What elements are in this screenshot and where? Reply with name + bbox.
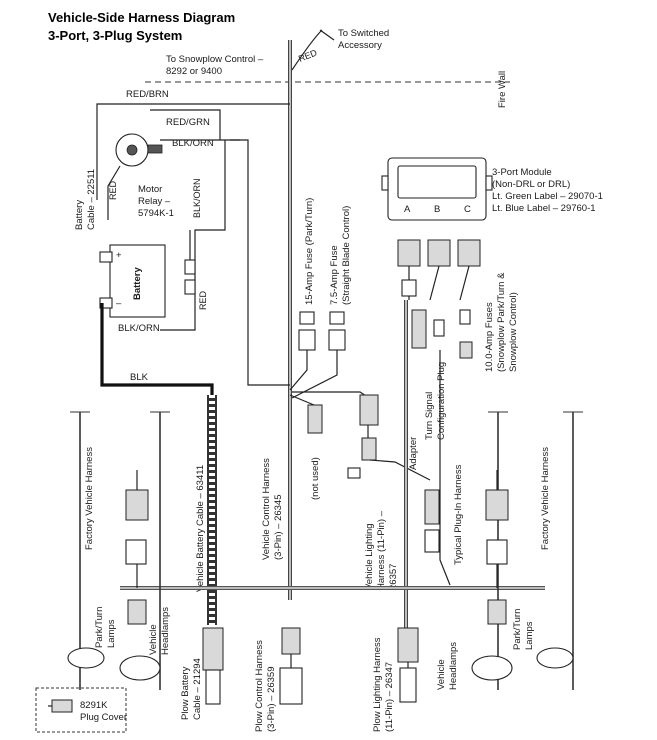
battery-plus: + (116, 250, 122, 261)
harness-junction (359, 394, 379, 426)
factory-plug-left (125, 489, 149, 521)
vlh-label-1: Vehicle Lighting (364, 523, 375, 590)
plow-control-label-1: Plow Control Harness (254, 640, 265, 732)
motor-label: Motor (138, 184, 162, 195)
headlamp-left (119, 655, 161, 681)
park-turn-left-label-1: Park/Turn (94, 607, 105, 648)
fuses-10-label-1: 10.0-Amp Fuses (484, 302, 495, 372)
adapter-label: Adapter (408, 437, 419, 470)
fuses-10-label-3: Snowplow Control) (508, 292, 519, 372)
snowplow-control-part-label: 8292 or 9400 (166, 66, 222, 77)
blk-orn-relay-label: BLK/ORN (172, 138, 214, 149)
blk-battery-wire (100, 303, 214, 395)
fuse-75-label-2: (Straight Blade Control) (341, 206, 352, 305)
plow-control-connector (281, 627, 301, 655)
fire-wall-label: Fire Wall (497, 71, 508, 108)
port-b-label: B (434, 204, 440, 215)
red-grn-label: RED/GRN (166, 117, 210, 128)
battery-cable-part-label: Cable – 22511 (86, 169, 97, 230)
fuse-75-label-1: 7.5-Amp Fuse (329, 245, 340, 305)
not-used-label: (not used) (310, 457, 321, 500)
inline-fuse-holder (184, 259, 196, 275)
blk-label: BLK (130, 372, 149, 383)
battery-cable-label: Battery (74, 200, 85, 230)
ten-amp-fuse-holder (459, 309, 471, 325)
module-plug-b (427, 239, 451, 267)
plow-battery-label-2: Cable – 21294 (192, 658, 203, 720)
vch-label-1: Vehicle Control Harness (261, 458, 272, 560)
port-c-label: C (464, 204, 471, 215)
red-accessory-wire (291, 29, 323, 71)
relay-label: Relay – (138, 196, 171, 207)
battery-negative-terminal (99, 297, 113, 309)
plow-lighting-label-2: (11-Pin) – 26347 (384, 662, 395, 732)
park-turn-right-label-1: Park/Turn (512, 609, 523, 650)
red-brn-wire (96, 103, 290, 110)
park-turn-lamp-left (67, 647, 105, 669)
headlamps-right-label-1: Vehicle (436, 659, 447, 690)
vch-label-2: (3-Pin) – 26345 (273, 495, 284, 560)
plug-cover-icon (51, 699, 73, 713)
blk-orn-battery-label: BLK/ORN (118, 323, 160, 334)
plug-cover-label: Plug Cover (80, 712, 127, 723)
plug-cover-box (35, 687, 127, 733)
adapter-plug (411, 309, 427, 349)
plow-battery-connector (202, 627, 224, 671)
plow-battery-label-1: Plow Battery (180, 666, 191, 720)
module-label-3: Lt. Green Label – 29070-1 (492, 191, 603, 202)
battery (109, 244, 166, 318)
red-wire-label-top: RED (297, 47, 319, 64)
diagram-subtitle: 3-Port, 3-Plug System (48, 28, 182, 43)
module-label-2: (Non-DRL or DRL) (492, 179, 570, 190)
accessory-label: Accessory (338, 40, 382, 51)
plow-control-label-2: (3-Pin) – 26359 (266, 667, 277, 732)
turn-signal-label-1: Turn Signal (424, 392, 435, 440)
relay-part-label: 5794K-1 (138, 208, 174, 219)
battery-positive-terminal (99, 251, 113, 263)
headlamps-left-label-1: Vehicle (148, 624, 159, 655)
fuse-15-holder (299, 311, 315, 325)
to-snowplow-control-label: To Snowplow Control – (166, 54, 264, 65)
fuse-75-holder (329, 311, 345, 325)
diagram-title: Vehicle-Side Harness Diagram (48, 10, 235, 25)
factory-harness-right-label: Factory Vehicle Harness (540, 447, 551, 550)
headlamps-left-label-2: Headlamps (160, 607, 171, 655)
red-grn-wire (150, 109, 221, 140)
module-plug-c (457, 239, 481, 267)
typical-plugin-label: Typical Plug-In Harness (453, 464, 464, 565)
port-a-label: A (404, 204, 411, 215)
vehicle-battery-cable-label: Vehicle Battery Cable – 63411 (195, 465, 206, 592)
battery-minus: – (116, 298, 122, 309)
module-label-1: 3-Port Module (492, 167, 552, 178)
blk-orn-vertical-label: BLK/ORN (192, 178, 202, 218)
vlh-label-3: 26357 (388, 564, 399, 590)
relay-to-harness-wire (230, 139, 290, 386)
module-plug-a (397, 239, 421, 267)
to-switched-label: To Switched (338, 28, 389, 39)
plug-cover-part-label: 8291K (80, 700, 108, 711)
plow-lighting-label-1: Plow Lighting Harness (372, 637, 383, 732)
battery-label: Battery (132, 267, 143, 300)
park-turn-left-label-2: Lamps (106, 619, 117, 648)
turn-signal-label-2: Configuration Plug (436, 362, 447, 440)
headlamps-right-label-2: Headlamps (448, 642, 459, 690)
park-turn-right-label-2: Lamps (524, 621, 535, 650)
plugin-connector (424, 489, 440, 525)
fuses-10-label-2: (Snowplow Park/Turn & (496, 272, 507, 372)
park-turn-lamp-right (536, 647, 574, 669)
fuse-15-label: 15-Amp Fuse (Park/Turn) (304, 198, 315, 305)
red-battery-label: RED (198, 290, 208, 310)
plow-lighting-connector (397, 627, 419, 663)
vlh-label-2: Harness (11-Pin) – (376, 510, 387, 590)
module-label-4: Lt. Blue Label – 29760-1 (492, 203, 596, 214)
headlamp-right (471, 655, 513, 681)
factory-harness-left-label: Factory Vehicle Harness (84, 447, 95, 550)
factory-plug-right (485, 489, 509, 521)
blk-orn-vertical-wire (160, 140, 226, 331)
red-relay-label: RED (108, 180, 118, 200)
red-brn-label: RED/BRN (126, 89, 169, 100)
unused-plug (307, 404, 323, 434)
accessory-leader (319, 29, 335, 41)
